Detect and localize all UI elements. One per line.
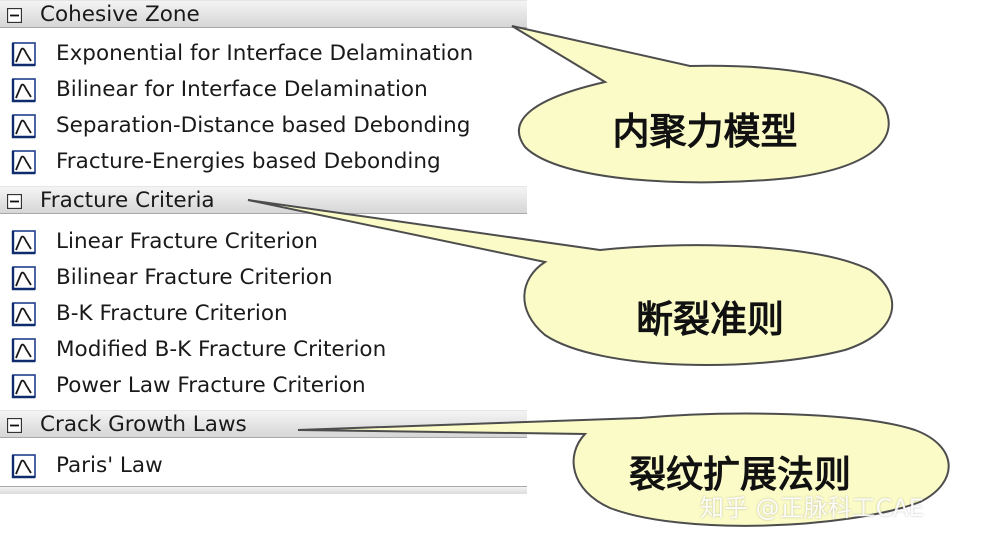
- tree-item-bilinear-fracture-criterion[interactable]: Bilinear Fracture Criterion: [0, 260, 527, 296]
- group-label: Fracture Criteria: [40, 188, 215, 213]
- watermark: 知乎 @正脉科工CAE: [700, 494, 924, 522]
- tree-item-label: Exponential for Interface Delamination: [56, 41, 474, 66]
- tree-item-label: Separation-Distance based Debonding: [56, 113, 471, 138]
- group-label: Cohesive Zone: [40, 2, 200, 27]
- group-header-crack-growth-laws[interactable]: Crack Growth Laws: [0, 410, 527, 438]
- material-curve-icon: [11, 78, 36, 103]
- collapse-minus-icon[interactable]: [7, 418, 22, 433]
- tree-item-power-law-fracture-criterion[interactable]: Power Law Fracture Criterion: [0, 368, 527, 404]
- tree-item-label: B-K Fracture Criterion: [56, 301, 288, 326]
- tree-item-label: Paris' Law: [56, 453, 163, 478]
- tree-item-modified-bk-fracture-criterion[interactable]: Modified B-K Fracture Criterion: [0, 332, 527, 368]
- collapse-minus-icon[interactable]: [7, 8, 22, 23]
- callout-text-cohesive-zone: 内聚力模型: [612, 110, 798, 153]
- material-curve-icon: [11, 230, 36, 255]
- tree-item-label: Bilinear for Interface Delamination: [56, 77, 428, 102]
- tree-item-separation-distance-debonding[interactable]: Separation-Distance based Debonding: [0, 108, 527, 144]
- collapse-minus-icon[interactable]: [7, 194, 22, 209]
- group-label: Crack Growth Laws: [40, 412, 247, 437]
- callout-text-crack-growth-laws: 裂纹扩展法则: [629, 453, 851, 496]
- material-curve-icon: [11, 302, 36, 327]
- group-header-fracture-criteria[interactable]: Fracture Criteria: [0, 186, 527, 214]
- material-curve-icon: [11, 150, 36, 175]
- material-curve-icon: [11, 42, 36, 67]
- tree-item-label: Fracture-Energies based Debonding: [56, 149, 441, 174]
- tree-item-label: Power Law Fracture Criterion: [56, 373, 366, 398]
- material-tree: Cohesive Zone Exponential for Interface …: [0, 0, 527, 494]
- material-curve-icon: [11, 114, 36, 139]
- tree-item-fracture-energies-debonding[interactable]: Fracture-Energies based Debonding: [0, 144, 527, 180]
- next-group-header-cut-off: [0, 486, 527, 494]
- group-header-cohesive-zone[interactable]: Cohesive Zone: [0, 0, 527, 28]
- tree-item-linear-fracture-criterion[interactable]: Linear Fracture Criterion: [0, 224, 527, 260]
- tree-item-bilinear-delamination[interactable]: Bilinear for Interface Delamination: [0, 72, 527, 108]
- tree-item-exponential-delamination[interactable]: Exponential for Interface Delamination: [0, 36, 527, 72]
- tree-item-bk-fracture-criterion[interactable]: B-K Fracture Criterion: [0, 296, 527, 332]
- material-curve-icon: [11, 374, 36, 399]
- callout-text-fracture-criteria: 断裂准则: [636, 298, 784, 341]
- tree-item-paris-law[interactable]: Paris' Law: [0, 448, 527, 484]
- material-curve-icon: [11, 266, 36, 291]
- tree-item-label: Modified B-K Fracture Criterion: [56, 337, 387, 362]
- tree-item-label: Bilinear Fracture Criterion: [56, 265, 333, 290]
- tree-item-label: Linear Fracture Criterion: [56, 229, 318, 254]
- material-curve-icon: [11, 454, 36, 479]
- material-curve-icon: [11, 338, 36, 363]
